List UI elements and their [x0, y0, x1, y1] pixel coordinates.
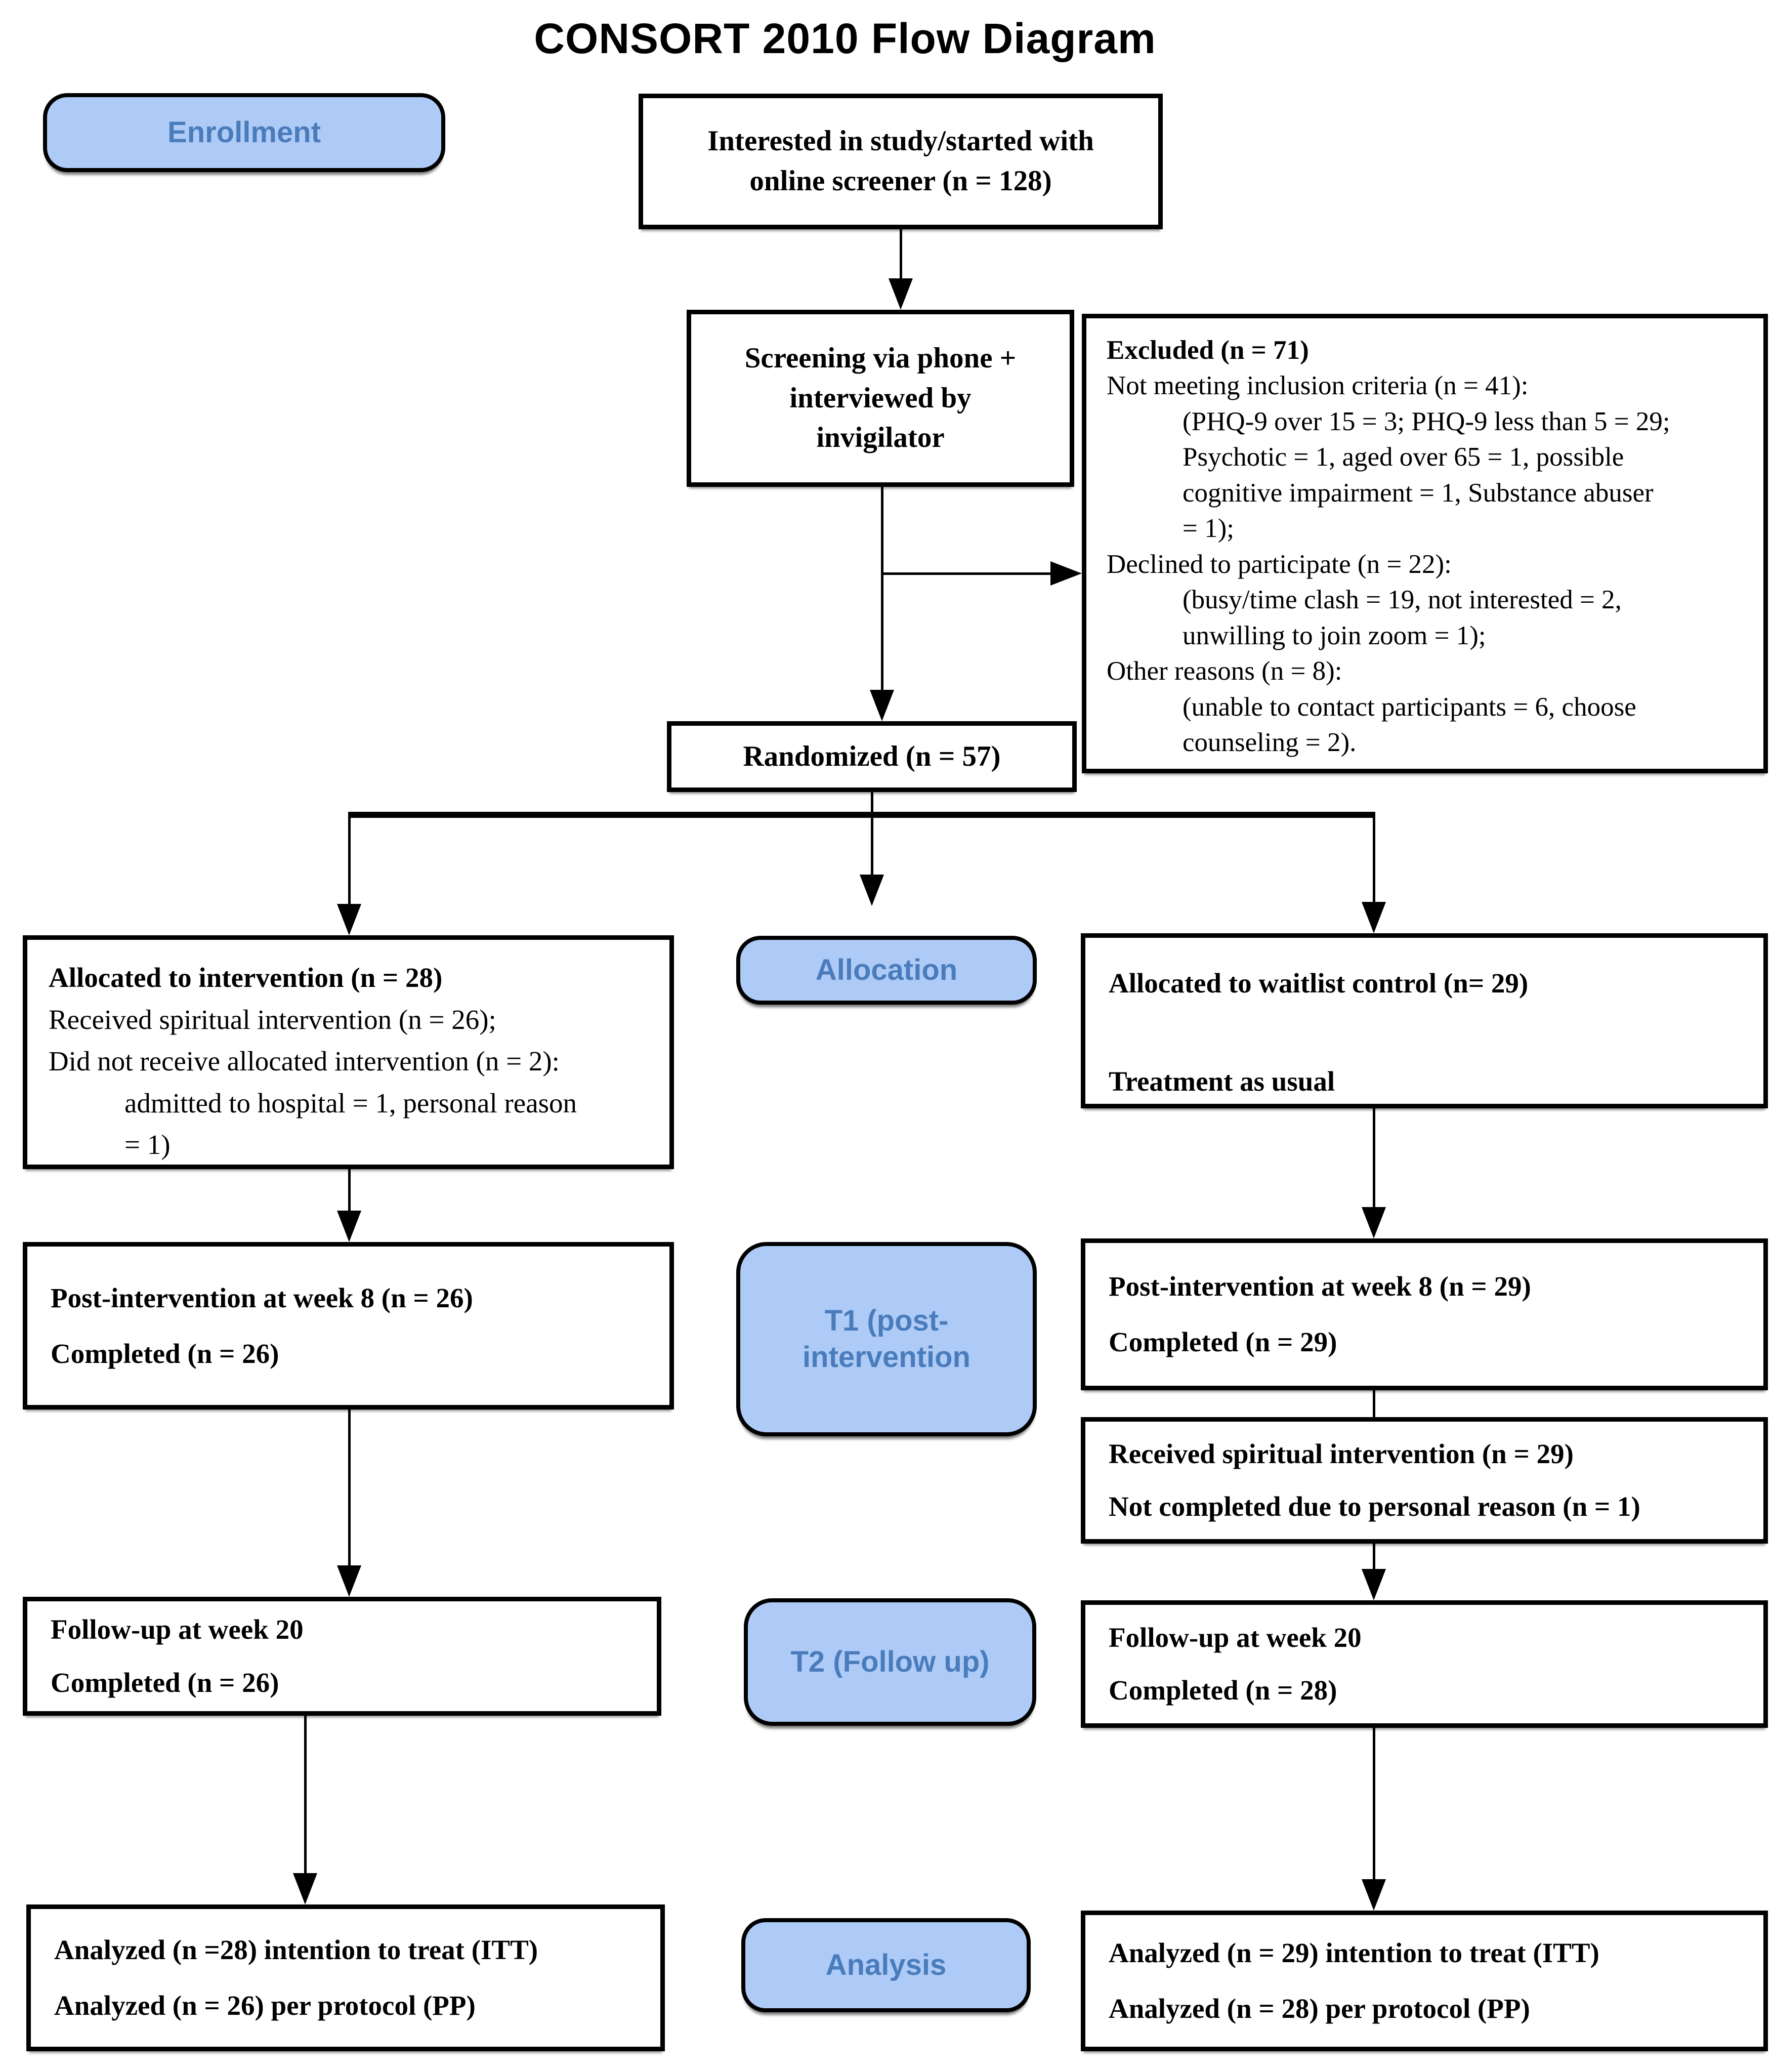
arrow-to-excluded-head	[1050, 561, 1082, 586]
post-intervention-left-line: Post-intervention at week 8 (n = 26)	[51, 1282, 473, 1313]
arrow-center-allocation-head	[860, 875, 884, 906]
allocated-intervention-box: Allocated to intervention (n = 28) Recei…	[23, 935, 674, 1169]
arrow-to-waitlist-line	[1373, 815, 1375, 905]
analysis-stage-label: Analysis	[825, 1948, 947, 1981]
arrow-post-to-followup-left-line	[348, 1410, 351, 1568]
received-intervention-box: Received spiritual intervention (n = 29)…	[1081, 1417, 1768, 1544]
excluded-line: = 1);	[1183, 514, 1235, 544]
t2-stage-label: T2 (Follow up)	[790, 1645, 990, 1678]
excluded-line: Not meeting inclusion criteria (n = 41):	[1107, 371, 1529, 401]
randomized-box: Randomized (n = 57)	[667, 721, 1077, 792]
waitlist-control-line: Treatment as usual	[1109, 1065, 1335, 1097]
screening-line: Screening via phone +	[744, 342, 1017, 375]
arrow-waitlist-to-post-head	[1362, 1207, 1386, 1238]
screening-box: Screening via phone + interviewed by inv…	[687, 310, 1074, 487]
t1-stage-badge: T1 (post- intervention	[736, 1242, 1037, 1436]
t1-stage-label-line2: intervention	[803, 1341, 970, 1374]
arrow-followup-to-analysis-left-head	[293, 1873, 317, 1904]
followup-left-line: Follow-up at week 20	[51, 1614, 304, 1645]
allocated-intervention-line: admitted to hospital = 1, personal reaso…	[124, 1087, 577, 1118]
arrow-center-allocation-line	[871, 815, 873, 878]
excluded-line: (busy/time clash = 19, not interested = …	[1183, 585, 1622, 615]
analyzed-right-line: Analyzed (n = 28) per protocol (PP)	[1109, 1993, 1530, 2024]
arrow-to-intervention-head	[337, 904, 361, 935]
analyzed-left-line: Analyzed (n = 26) per protocol (PP)	[54, 1990, 476, 2021]
arrow-followup-to-analysis-left-line	[304, 1716, 307, 1876]
arrow-waitlist-to-post-line	[1373, 1108, 1375, 1210]
allocated-intervention-heading: Allocated to intervention (n = 28)	[49, 962, 443, 993]
allocated-intervention-line: = 1)	[124, 1129, 171, 1160]
arrow-to-waitlist-head	[1362, 902, 1386, 933]
excluded-line: Other reasons (n = 8):	[1107, 656, 1342, 686]
followup-right-line: Follow-up at week 20	[1109, 1622, 1362, 1653]
allocation-stage-label: Allocation	[815, 953, 958, 986]
randomization-branch-line	[348, 812, 1375, 818]
received-intervention-line: Received spiritual intervention (n = 29)	[1109, 1438, 1574, 1469]
post-intervention-right-box: Post-intervention at week 8 (n = 29) Com…	[1081, 1238, 1768, 1390]
followup-right-box: Follow-up at week 20 Completed (n = 28)	[1081, 1600, 1768, 1728]
arrow-followup-to-analysis-right-line	[1373, 1728, 1375, 1882]
waitlist-control-box: Allocated to waitlist control (n= 29) Tr…	[1081, 933, 1768, 1108]
analyzed-right-box: Analyzed (n = 29) intention to treat (IT…	[1081, 1911, 1768, 2051]
arrow-followup-to-analysis-right-head	[1362, 1879, 1386, 1911]
arrow-interested-to-screening-line	[900, 229, 902, 282]
t1-stage-label-line1: T1 (post-	[824, 1304, 949, 1337]
arrow-screening-to-randomized-line	[881, 487, 883, 693]
arrow-post-to-followup-left-head	[337, 1565, 361, 1597]
waitlist-control-heading: Allocated to waitlist control (n= 29)	[1109, 968, 1529, 999]
excluded-box: Excluded (n = 71) Not meeting inclusion …	[1082, 314, 1768, 773]
allocated-intervention-line: Did not receive allocated intervention (…	[49, 1046, 560, 1076]
post-intervention-right-line: Post-intervention at week 8 (n = 29)	[1109, 1271, 1531, 1302]
arrow-to-excluded-line	[882, 572, 1051, 575]
analyzed-left-box: Analyzed (n =28) intention to treat (ITT…	[26, 1904, 665, 2051]
arrow-screening-to-randomized-head	[870, 690, 894, 721]
allocation-stage-badge: Allocation	[736, 936, 1037, 1005]
excluded-heading: Excluded (n = 71)	[1107, 336, 1309, 365]
analyzed-left-line: Analyzed (n =28) intention to treat (ITT…	[54, 1934, 538, 1965]
excluded-line: (unable to contact participants = 6, cho…	[1183, 692, 1636, 722]
arrow-intervention-to-post-line	[348, 1169, 351, 1214]
followup-right-line: Completed (n = 28)	[1109, 1675, 1337, 1706]
allocated-intervention-line: Received spiritual intervention (n = 26)…	[49, 1004, 496, 1035]
arrow-received-to-followup-head	[1362, 1569, 1386, 1600]
arrow-interested-to-screening-head	[889, 278, 913, 310]
interested-box: Interested in study/started with online …	[639, 94, 1163, 229]
excluded-line: unwilling to join zoom = 1);	[1183, 620, 1486, 650]
t2-stage-badge: T2 (Follow up)	[744, 1598, 1036, 1726]
interested-line: online screener (n = 128)	[749, 165, 1052, 197]
post-intervention-right-line: Completed (n = 29)	[1109, 1327, 1337, 1357]
excluded-line: Declined to participate (n = 22):	[1107, 549, 1452, 579]
analyzed-right-line: Analyzed (n = 29) intention to treat (IT…	[1109, 1937, 1599, 1968]
excluded-line: cognitive impairment = 1, Substance abus…	[1183, 478, 1654, 508]
screening-line: interviewed by	[789, 382, 972, 414]
arrow-received-to-followup-line	[1373, 1544, 1375, 1572]
received-intervention-line: Not completed due to personal reason (n …	[1109, 1491, 1640, 1522]
arrow-intervention-to-post-head	[337, 1211, 361, 1242]
arrow-to-intervention-line	[348, 815, 351, 907]
excluded-line: counseling = 2).	[1183, 728, 1357, 758]
post-intervention-left-box: Post-intervention at week 8 (n = 26) Com…	[23, 1242, 674, 1410]
page-title: CONSORT 2010 Flow Diagram	[534, 15, 1156, 62]
analysis-stage-badge: Analysis	[741, 1918, 1031, 2012]
randomized-trunk-line	[871, 792, 873, 815]
enrollment-stage-label: Enrollment	[167, 115, 321, 149]
enrollment-stage-badge: Enrollment	[43, 93, 445, 172]
excluded-line: Psychotic = 1, aged over 65 = 1, possibl…	[1183, 442, 1624, 472]
excluded-line: (PHQ-9 over 15 = 3; PHQ-9 less than 5 = …	[1183, 406, 1670, 436]
screening-line: invigilator	[816, 422, 945, 454]
interested-line: Interested in study/started with	[707, 125, 1094, 157]
followup-left-box: Follow-up at week 20 Completed (n = 26)	[23, 1597, 661, 1716]
connector-post-to-received-line	[1373, 1390, 1375, 1417]
randomized-line: Randomized (n = 57)	[743, 740, 1001, 772]
post-intervention-left-line: Completed (n = 26)	[51, 1338, 279, 1369]
followup-left-line: Completed (n = 26)	[51, 1667, 279, 1698]
